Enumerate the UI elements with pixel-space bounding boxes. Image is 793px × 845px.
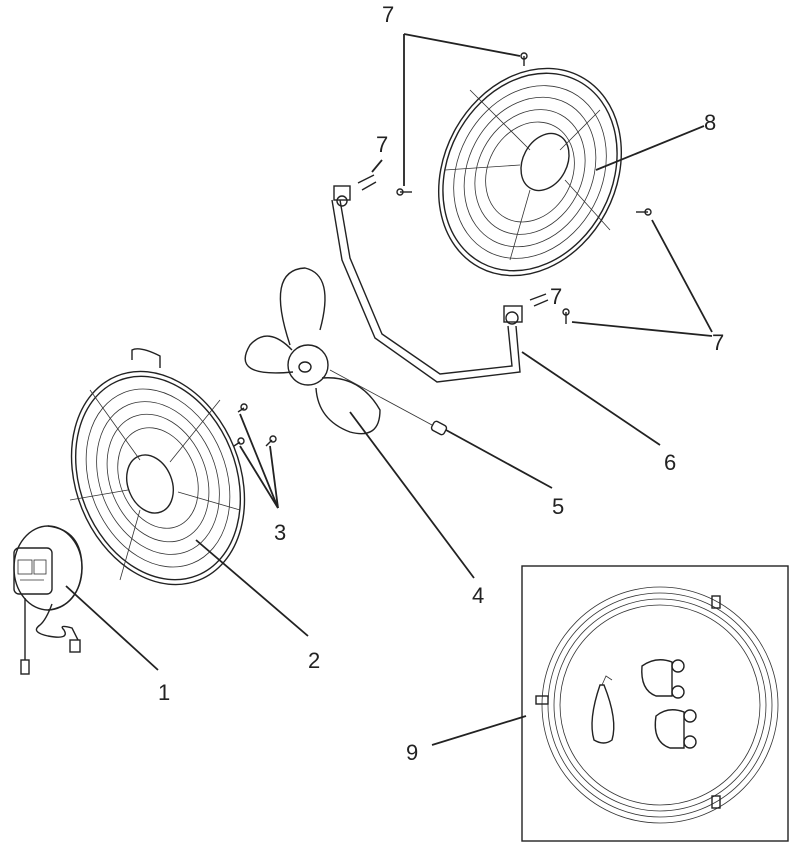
label-7-right: 7	[712, 330, 724, 355]
label-8: 8	[704, 110, 716, 135]
leader-lines	[65, 33, 713, 746]
label-4: 4	[472, 583, 484, 608]
label-7-top: 7	[382, 2, 394, 27]
spinner-nut	[329, 369, 448, 436]
yoke-bracket	[331, 185, 523, 383]
label-7-mid: 7	[550, 284, 562, 309]
front-grille	[69, 348, 246, 586]
label-5: 5	[552, 494, 564, 519]
label-2: 2	[308, 648, 320, 673]
label-1: 1	[158, 680, 170, 705]
screws-7	[357, 52, 652, 324]
screws-3	[233, 403, 277, 447]
motor-housing	[13, 525, 83, 675]
rear-grille	[437, 67, 623, 277]
label-7-left: 7	[376, 132, 388, 157]
hanging-kit-inset	[521, 565, 789, 842]
label-6: 6	[664, 450, 676, 475]
label-3: 3	[274, 520, 286, 545]
fan-blade	[244, 267, 381, 435]
label-9: 9	[406, 740, 418, 765]
